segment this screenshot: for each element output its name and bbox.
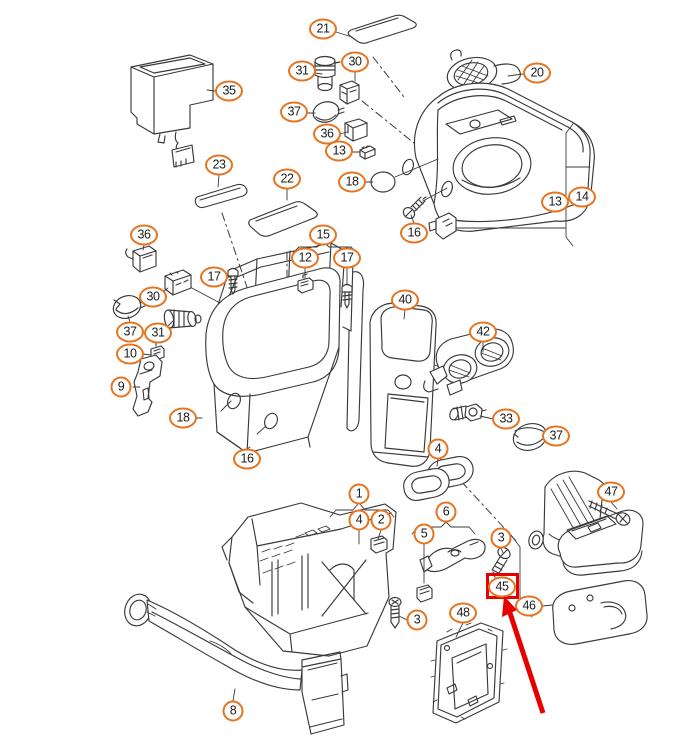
callout-37[interactable]: 37 <box>542 425 570 447</box>
callout-31[interactable]: 31 <box>144 322 172 344</box>
part-clip-12 <box>297 273 314 294</box>
callout-5[interactable]: 5 <box>413 523 435 545</box>
callout-17[interactable]: 17 <box>200 266 228 288</box>
part-mat-21 <box>347 14 417 44</box>
part-lid-plate-46 <box>552 580 648 645</box>
part-bolt-17-left <box>227 267 239 295</box>
part-rubber-inlay-4 <box>403 455 474 502</box>
leader-lines <box>127 31 618 702</box>
callout-18[interactable]: 18 <box>338 171 366 193</box>
callout-37[interactable]: 37 <box>116 321 144 343</box>
part-knob-37-top <box>312 101 345 123</box>
part-switch-30-top <box>339 80 360 105</box>
callout-6[interactable]: 6 <box>435 501 457 523</box>
part-bracket-9 <box>132 354 163 417</box>
callout-12[interactable]: 12 <box>291 247 319 269</box>
callout-17[interactable]: 17 <box>333 247 361 269</box>
callout-36[interactable]: 36 <box>130 224 158 246</box>
callout-1[interactable]: 1 <box>348 483 370 505</box>
part-screw-3-right <box>491 546 511 578</box>
callout-30[interactable]: 30 <box>139 286 167 308</box>
part-screw-16-top <box>402 196 427 220</box>
part-bolt-33 <box>449 403 487 422</box>
callout-22[interactable]: 22 <box>273 168 301 190</box>
part-clip-13-top <box>359 145 376 160</box>
part-screw-3-left <box>388 596 402 629</box>
callout-37[interactable]: 37 <box>280 101 308 123</box>
part-storage-box-35 <box>130 54 214 168</box>
part-box-36-mid <box>125 245 157 273</box>
part-mat-22 <box>248 201 318 237</box>
part-vent-grille-42 <box>423 328 514 396</box>
part-switch-30-mid <box>164 269 192 296</box>
callout-4[interactable]: 4 <box>348 509 370 531</box>
callout-9[interactable]: 9 <box>110 376 132 398</box>
callout-8[interactable]: 8 <box>222 700 244 722</box>
callout-36[interactable]: 36 <box>313 123 341 145</box>
callout-18[interactable]: 18 <box>169 407 197 429</box>
callout-46[interactable]: 46 <box>515 595 543 617</box>
part-bolt-47 <box>588 500 631 526</box>
callout-31[interactable]: 31 <box>288 60 316 82</box>
callout-23[interactable]: 23 <box>205 154 233 176</box>
part-mount-plate-48 <box>430 622 508 724</box>
callout-10[interactable]: 10 <box>116 343 144 365</box>
callout-42[interactable]: 42 <box>469 321 497 343</box>
callout-47[interactable]: 47 <box>597 481 625 503</box>
callout-21[interactable]: 21 <box>309 18 337 40</box>
part-bolt-17-right <box>341 283 353 309</box>
part-lighter-31-mid <box>163 309 202 329</box>
part-clip-2 <box>370 535 388 554</box>
part-mat-23 <box>194 183 248 209</box>
callout-40[interactable]: 40 <box>391 289 419 311</box>
callout-30[interactable]: 30 <box>341 51 369 73</box>
callout-14[interactable]: 14 <box>568 186 596 208</box>
callout-33[interactable]: 33 <box>492 408 520 430</box>
part-bracket-6 <box>419 538 486 573</box>
callout-45-highlighted[interactable]: 45 <box>488 576 516 598</box>
part-lighter-31-top <box>314 55 341 92</box>
callout-35[interactable]: 35 <box>215 80 243 102</box>
callout-13[interactable]: 13 <box>325 140 353 162</box>
callout-3[interactable]: 3 <box>406 609 428 631</box>
callout-3[interactable]: 3 <box>490 527 512 549</box>
callout-20[interactable]: 20 <box>523 62 551 84</box>
part-clip-near-16 <box>428 212 457 240</box>
callout-4[interactable]: 4 <box>427 438 449 460</box>
part-tray-36-top <box>344 118 368 142</box>
callout-15[interactable]: 15 <box>309 224 337 246</box>
callout-2[interactable]: 2 <box>370 509 392 531</box>
part-lower-frame <box>221 502 397 657</box>
callout-13[interactable]: 13 <box>541 191 569 213</box>
part-clip-5 <box>416 584 433 603</box>
part-air-duct-8 <box>124 593 349 735</box>
callout-16[interactable]: 16 <box>233 448 261 470</box>
callout-16[interactable]: 16 <box>400 222 428 244</box>
callout-48[interactable]: 48 <box>449 602 477 624</box>
